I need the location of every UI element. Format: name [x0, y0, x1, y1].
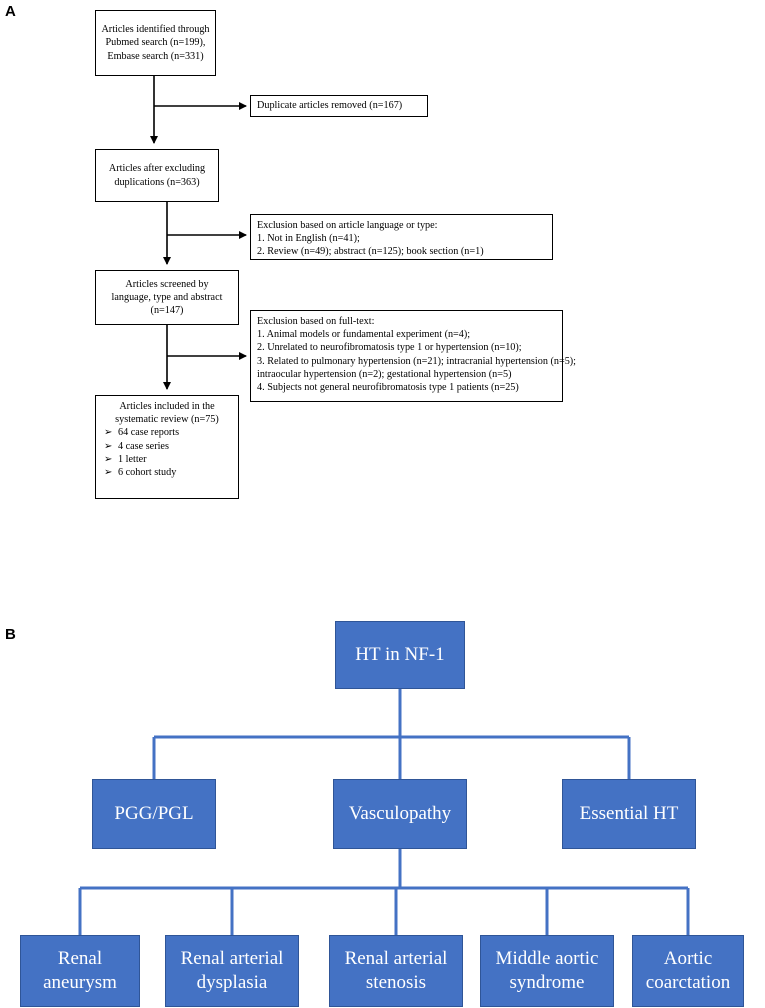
bullet-arrow-icon: ➢ [104, 467, 113, 479]
renal-aneurysm-line-2: aneurysm [43, 972, 117, 993]
middle-aortic-box: Middle aortic syndrome [480, 935, 614, 1007]
identified-box: Articles identified through Pubmed searc… [95, 10, 216, 76]
fulltext-exclusion-box: Exclusion based on full-text: 1. Animal … [250, 310, 577, 402]
essential-ht-box: Essential HT [562, 779, 696, 849]
fulltext-exclusion-line-6: 4. Subjects not general neurofibromatosi… [257, 382, 519, 394]
fulltext-exclusion-line-5: intraocular hypertension (n=2); gestatio… [257, 368, 512, 380]
identified-line-2: Pubmed search (n=199), [105, 37, 206, 49]
pgg-box: PGG/PGL [92, 779, 216, 849]
panel-label-b: B [5, 626, 16, 643]
after-dup-box: Articles after excluding duplications (n… [95, 149, 219, 202]
lang-exclusion-line-2: 1. Not in English (n=41); [257, 233, 360, 245]
included-box: Articles included in the systematic revi… [95, 395, 239, 499]
panel-label-a: A [5, 3, 16, 20]
bullet-arrow-icon: ➢ [104, 427, 113, 439]
identified-line-1: Articles identified through [101, 24, 210, 36]
bullet-arrow-icon: ➢ [104, 453, 113, 465]
lang-exclusion-line-1: Exclusion based on article language or t… [257, 220, 438, 231]
aortic-coarctation-line-1: Aortic [663, 948, 713, 969]
root-label: HT in NF-1 [355, 644, 445, 665]
middle-aortic-line-1: Middle aortic [495, 948, 599, 969]
renal-aneurysm-line-1: Renal [57, 948, 103, 969]
essential-ht-label: Essential HT [579, 803, 679, 824]
bullet-arrow-icon: ➢ [104, 440, 113, 452]
pgg-label: PGG/PGL [114, 803, 194, 824]
included-item: ➢64 case reports [104, 427, 180, 439]
duplicates-line-1: Duplicate articles removed (n=167) [257, 100, 403, 111]
root-box: HT in NF-1 [335, 621, 465, 689]
renal-aneurysm-box: Renal aneurysm [20, 935, 140, 1007]
screened-line-1: Articles screened by [125, 278, 209, 290]
included-item: ➢4 case series [104, 440, 169, 452]
screened-line-2: language, type and abstract [111, 291, 223, 303]
lang-exclusion-box: Exclusion based on article language or t… [250, 214, 553, 260]
renal-stenosis-line-1: Renal arterial [344, 948, 448, 969]
vasculopathy-label: Vasculopathy [348, 803, 452, 824]
fulltext-exclusion-line-1: Exclusion based on full-text: [257, 316, 375, 327]
renal-stenosis-box: Renal arterial stenosis [329, 935, 463, 1007]
fulltext-exclusion-line-3: 2. Unrelated to neurofibromatosis type 1… [257, 342, 522, 354]
fulltext-exclusion-line-2: 1. Animal models or fundamental experime… [257, 329, 471, 341]
screened-line-3: (n=147) [150, 305, 184, 317]
included-item: ➢1 letter [104, 453, 147, 465]
renal-dysplasia-line-2: dysplasia [196, 972, 268, 993]
flowchart-arrows [150, 76, 247, 390]
after-dup-line-2: duplications (n=363) [114, 176, 200, 188]
aortic-coarctation-box: Aortic coarctation [632, 935, 744, 1007]
lang-exclusion-line-3: 2. Review (n=49); abstract (n=125); book… [257, 246, 484, 258]
vasculopathy-box: Vasculopathy [333, 779, 467, 849]
included-item: ➢6 cohort study [104, 467, 177, 479]
tree-lines [78, 689, 690, 935]
included-title-1: Articles included in the [119, 401, 215, 412]
renal-dysplasia-box: Renal arterial dysplasia [165, 935, 299, 1007]
renal-dysplasia-line-1: Renal arterial [180, 948, 284, 969]
after-dup-line-1: Articles after excluding [108, 163, 206, 175]
screened-box: Articles screened by language, type and … [95, 270, 239, 325]
identified-line-3: Embase search (n=331) [107, 50, 204, 62]
middle-aortic-line-2: syndrome [509, 972, 585, 993]
duplicates-box: Duplicate articles removed (n=167) [250, 95, 428, 117]
fulltext-exclusion-line-4: 3. Related to pulmonary hypertension (n=… [257, 355, 577, 367]
renal-stenosis-line-2: stenosis [365, 972, 427, 993]
included-title-2: systematic review (n=75) [115, 414, 219, 426]
aortic-coarctation-line-2: coarctation [645, 972, 731, 993]
